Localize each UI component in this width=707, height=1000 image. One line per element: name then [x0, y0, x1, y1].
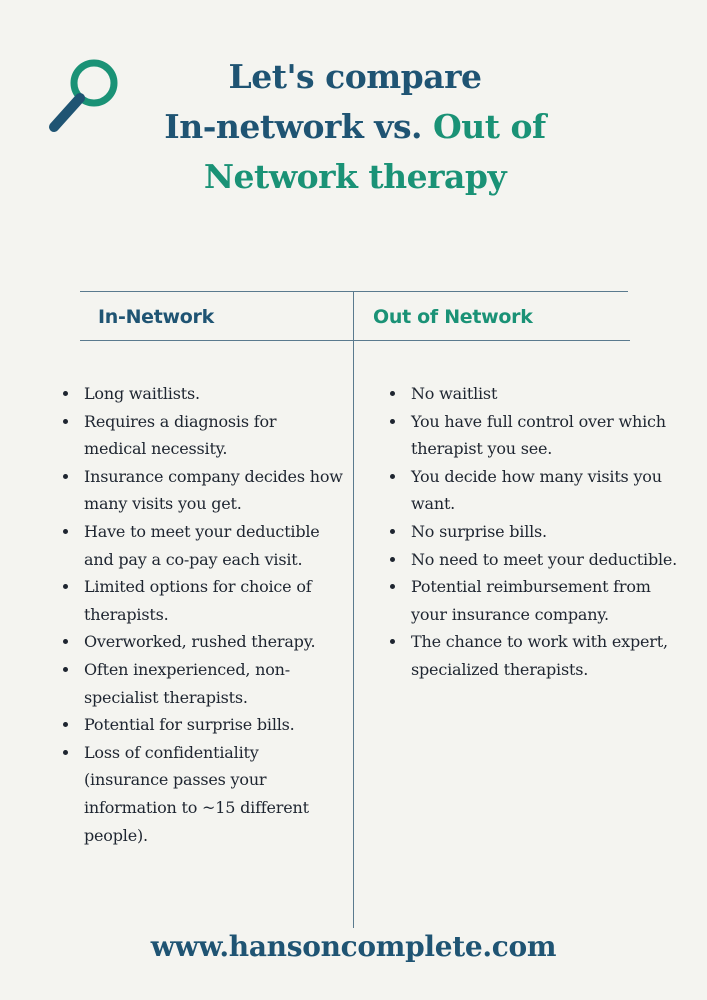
- table-header-divider: [80, 340, 630, 341]
- list-item: Insurance company decides how many visit…: [63, 463, 343, 518]
- list-item: You decide how many visits you want.: [390, 463, 680, 518]
- list-item: Have to meet your deductible and pay a c…: [63, 518, 343, 573]
- in-network-list: Long waitlists. Requires a diagnosis for…: [63, 380, 343, 849]
- list-item: Often inexperienced, non-specialist ther…: [63, 656, 343, 711]
- column-divider: [353, 291, 354, 928]
- bullet-icon: [63, 722, 68, 728]
- bullet-icon: [390, 391, 395, 396]
- list-item: Overworked, rushed therapy.: [63, 628, 343, 656]
- title-line-1: Let's compare: [228, 57, 482, 96]
- bullet-icon: [63, 749, 68, 755]
- list-item: No waitlist: [390, 380, 680, 408]
- title-line-3: Network therapy: [203, 157, 507, 196]
- out-of-network-header: Out of Network: [373, 306, 533, 328]
- magnifying-glass-icon: [49, 59, 118, 132]
- list-item: Requires a diagnosis for medical necessi…: [63, 408, 343, 463]
- bullet-icon: [390, 473, 395, 479]
- list-item: Potential reimbursement from your insura…: [390, 573, 680, 628]
- bullet-icon: [63, 473, 68, 479]
- title-line-2-part-1: In-network vs.: [164, 107, 434, 146]
- table-top-divider: [80, 291, 628, 292]
- list-item: No surprise bills.: [390, 518, 680, 546]
- bullet-icon: [63, 528, 68, 534]
- bullet-icon: [390, 556, 395, 562]
- page-title: Let's compare In-network vs. Out of Netw…: [120, 52, 590, 202]
- out-of-network-list: No waitlist You have full control over w…: [390, 380, 680, 684]
- list-item: Potential for surprise bills.: [63, 711, 343, 739]
- list-item: You have full control over which therapi…: [390, 408, 680, 463]
- bullet-icon: [390, 639, 395, 645]
- bullet-icon: [390, 584, 395, 590]
- list-item: Loss of confidentiality (insurance passe…: [63, 739, 343, 849]
- in-network-header: In-Network: [98, 306, 214, 328]
- bullet-icon: [63, 418, 68, 424]
- list-item: The chance to work with expert, speciali…: [390, 628, 680, 683]
- bullet-icon: [63, 584, 68, 590]
- bullet-icon: [390, 418, 395, 424]
- title-line-2-part-2: Out of: [433, 107, 546, 146]
- bullet-icon: [63, 391, 68, 396]
- bullet-icon: [63, 666, 68, 672]
- list-item: No need to meet your deductible.: [390, 546, 680, 574]
- website-url: www.hansoncomplete.com: [150, 930, 557, 963]
- bullet-icon: [390, 528, 395, 534]
- list-item: Long waitlists.: [63, 380, 343, 408]
- list-item: Limited options for choice of therapists…: [63, 573, 343, 628]
- bullet-icon: [63, 639, 68, 645]
